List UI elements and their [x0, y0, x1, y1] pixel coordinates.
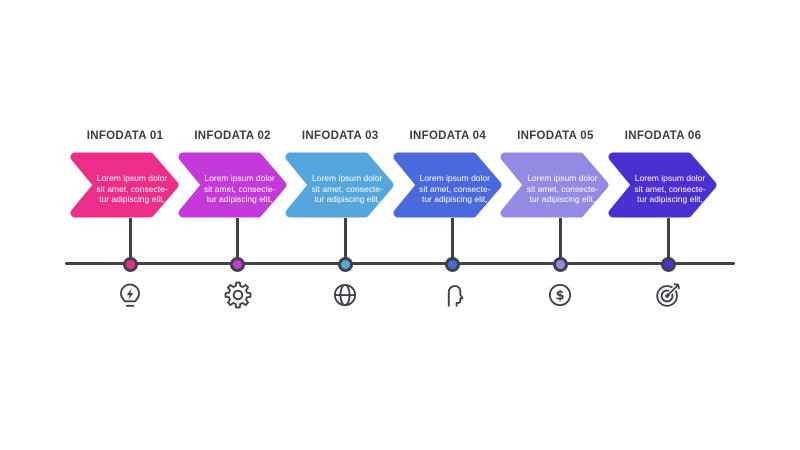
- item-description: Lorem ipsum dolor sit amet, consecte- tu…: [202, 173, 278, 205]
- chevron-shape: [285, 152, 394, 218]
- timeline-item: INFODATA 05 Lorem ipsum dolor sit amet, …: [500, 130, 610, 315]
- item-description: Lorem ipsum dolor sit amet, consecte- tu…: [309, 173, 385, 205]
- item-description-line: sit amet, consecte-: [203, 183, 276, 194]
- item-title: INFODATA 06: [624, 130, 702, 142]
- timeline-item: INFODATA 04 Lorem ipsum dolor sit amet, …: [393, 130, 503, 315]
- item-description-line: Lorem ipsum dolor: [96, 173, 168, 183]
- item-description: Lorem ipsum dolor sit amet, consecte- tu…: [524, 173, 600, 205]
- item-description-line: tur adipiscing elit,: [206, 194, 273, 204]
- timeline-item: INFODATA 02 Lorem ipsum dolor sit amet, …: [178, 130, 288, 315]
- item-description-line: tur adipiscing elit,: [99, 194, 165, 204]
- timeline-dot: [445, 256, 461, 272]
- item-description-line: sit amet, consecte-: [526, 183, 599, 194]
- item-description-line: tur adipiscing elit,: [637, 194, 703, 204]
- item-description-line: Lorem ipsum dolor: [527, 173, 598, 183]
- item-title: INFODATA 01: [86, 130, 164, 142]
- item-title: INFODATA 02: [194, 130, 271, 142]
- timeline-dot: [552, 256, 568, 272]
- dollar-icon: [545, 280, 575, 310]
- item-description-line: Lorem ipsum dolor: [204, 173, 275, 183]
- idea-bulb-icon: [115, 280, 145, 310]
- timeline-dot: [337, 256, 353, 272]
- item-description: Lorem ipsum dolor sit amet, consecte- tu…: [94, 173, 170, 205]
- chevron-shape: [393, 152, 502, 218]
- connector-stem: [343, 218, 347, 266]
- head-profile-icon: [438, 280, 468, 310]
- chevron-shape: [500, 152, 609, 218]
- target-icon: [653, 280, 683, 310]
- connector-stem: [451, 218, 455, 266]
- timeline-dot: [660, 256, 676, 272]
- chevron-shape: [70, 152, 179, 218]
- item-description: Lorem ipsum dolor sit amet, consecte- tu…: [632, 173, 708, 205]
- item-title: INFODATA 05: [517, 130, 594, 142]
- timeline-dot: [122, 256, 138, 272]
- item-description-line: Lorem ipsum dolor: [311, 173, 383, 183]
- chevron-shape: [178, 152, 287, 218]
- globe-icon: [330, 280, 360, 310]
- connector-stem: [666, 218, 670, 266]
- item-description-line: sit amet, consecte-: [419, 183, 491, 194]
- timeline-line: [65, 262, 735, 265]
- item-description-line: Lorem ipsum dolor: [634, 173, 706, 183]
- connector-stem: [236, 218, 240, 266]
- item-description: Lorem ipsum dolor sit amet, consecte- tu…: [417, 173, 493, 205]
- item-description-line: sit amet, consecte-: [634, 183, 706, 194]
- timeline-item: INFODATA 01 Lorem ipsum dolor sit amet, …: [70, 130, 180, 315]
- item-description-line: sit amet, consecte-: [96, 183, 168, 194]
- connector-stem: [558, 218, 562, 266]
- timeline-item: INFODATA 06 Lorem ipsum dolor sit amet, …: [608, 130, 718, 315]
- item-description-line: sit amet, consecte-: [311, 183, 383, 194]
- item-description-line: tur adipiscing elit,: [529, 194, 596, 204]
- connector-stem: [128, 218, 132, 266]
- item-title: INFODATA 03: [301, 130, 379, 142]
- item-description-line: Lorem ipsum dolor: [419, 173, 490, 183]
- item-description-line: tur adipiscing elit,: [314, 194, 381, 204]
- chevron-shape: [608, 152, 717, 218]
- gear-icon: [223, 280, 253, 310]
- timeline-item: INFODATA 03 Lorem ipsum dolor sit amet, …: [285, 130, 395, 315]
- timeline-dot: [230, 256, 246, 272]
- item-title: INFODATA 04: [409, 130, 487, 142]
- item-description-line: tur adipiscing elit,: [421, 194, 488, 204]
